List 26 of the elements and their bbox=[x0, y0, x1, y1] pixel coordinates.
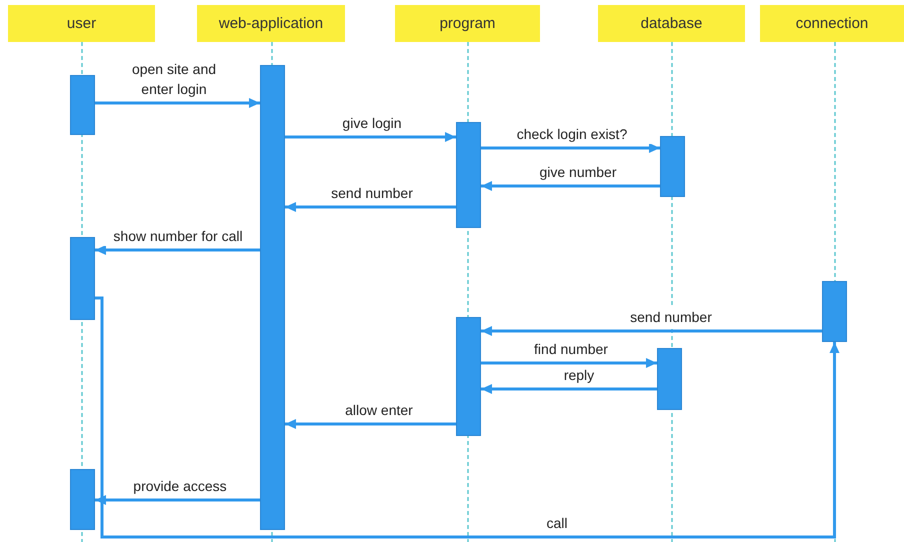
message-arrow bbox=[285, 202, 456, 212]
message-arrow bbox=[481, 181, 660, 191]
message-arrow bbox=[94, 296, 840, 538]
message-arrow bbox=[285, 419, 456, 429]
message-arrow bbox=[95, 245, 260, 255]
message-arrow bbox=[481, 326, 822, 336]
activation-bar bbox=[70, 75, 95, 135]
activation-bar bbox=[456, 122, 481, 228]
message-arrow bbox=[285, 132, 456, 142]
activation-bar bbox=[456, 317, 481, 436]
message-arrow bbox=[481, 384, 657, 394]
activation-bar bbox=[822, 281, 847, 342]
activation-bar bbox=[657, 348, 682, 410]
message-arrow bbox=[481, 358, 657, 368]
lifeline-header: user bbox=[8, 5, 155, 42]
lifeline-header: connection bbox=[760, 5, 904, 42]
lifeline-header: database bbox=[598, 5, 745, 42]
activation-bar bbox=[70, 237, 95, 320]
lifeline-header: web-application bbox=[197, 5, 345, 42]
lifeline-header: program bbox=[395, 5, 540, 42]
activation-bar bbox=[260, 65, 285, 530]
message-arrow bbox=[95, 495, 260, 505]
activation-bar bbox=[70, 469, 95, 530]
message-arrow bbox=[481, 143, 660, 153]
message-arrow bbox=[95, 98, 260, 108]
activation-bar bbox=[660, 136, 685, 197]
